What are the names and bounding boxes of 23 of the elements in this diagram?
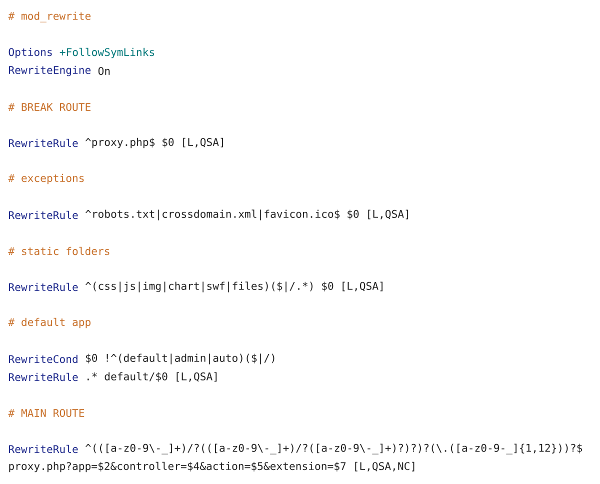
code-text: $0 !^(default|admin|auto)($|/) [86,354,274,364]
code-comment: # exceptions [8,174,84,184]
code-text: ^robots.txt|crossdomain.xml|favicon.ico$ $0 [L,QSA] [85,210,408,220]
code-text: ^proxy.php$ $0 [L,QSA] [85,138,223,148]
code-directive: Options [8,48,52,58]
code-directive: RewriteRule [8,210,78,220]
code-directive: RewriteRule [8,444,78,454]
code-directive: RewriteCond [8,354,78,364]
code-text: ^(css|js|img|chart|swf|files)($|/.*) $0 [L,QSA] [85,282,383,292]
code-comment: # default app [8,318,91,328]
code-directive: RewriteRule [8,372,78,382]
code-directive: RewriteRule [8,282,78,292]
code-text: On [98,66,110,75]
code-text: proxy.php?app=$2&controller=$4&action=$5&extension=$7 [L,QSA,NC] [9,462,414,472]
code-text: .* default/$0 [L,QSA] [88,372,217,382]
code-directive: RewriteRule [8,138,78,148]
code-comment: # BREAK ROUTE [8,102,90,111]
code-comment: # static folders [8,246,110,256]
code-comment: # mod_rewrite [8,12,91,22]
code-value: +FollowSymLinks [60,48,154,58]
code-directive: RewriteEngine [8,66,91,76]
code-comment: # MAIN ROUTE [8,408,84,417]
code-text: ^(([a-z0-9\-_]+)/?(([a-z0-9\-_]+)/?([a-z0-9\-_]+)?)?)?(\.([a-z0-9-_]{1,12}))?$ [85,444,582,454]
